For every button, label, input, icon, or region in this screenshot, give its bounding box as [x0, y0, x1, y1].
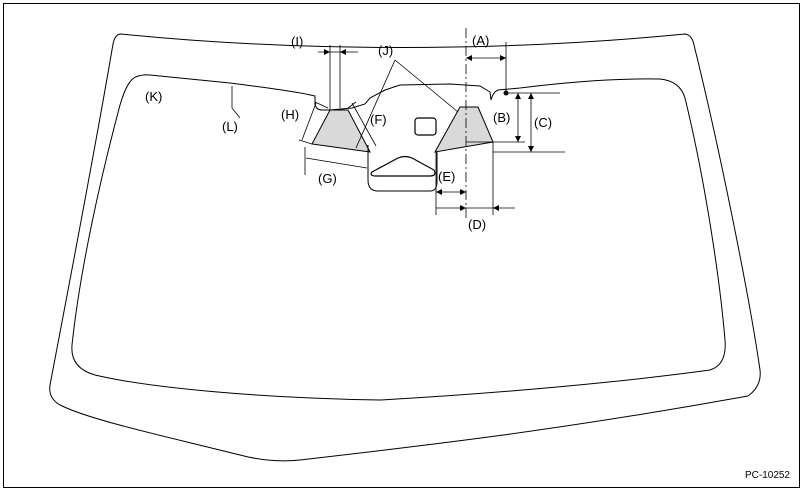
label-l: (L) [222, 119, 238, 134]
label-j: (J) [378, 43, 393, 58]
dim-c-arrow-top [528, 93, 534, 99]
label-k: (K) [145, 89, 162, 104]
dim-h-line [301, 102, 317, 141]
dim-h-ext-top [314, 101, 329, 109]
ceramic-inner-edge [71, 74, 726, 401]
dim-f-line [351, 102, 377, 147]
dim-b-arrow-bot [515, 136, 521, 142]
dim-e-arrow-right [460, 189, 466, 195]
dim-e-arrow-left [436, 189, 442, 195]
label-b: (B) [493, 110, 510, 125]
dim-f-ext-top [347, 101, 357, 109]
label-e: (E) [438, 169, 455, 184]
dim-c-arrow-bot [528, 146, 534, 152]
dim-g-line [305, 157, 368, 169]
leader-l [231, 86, 241, 119]
label-i: (I) [291, 34, 303, 49]
leader-j-left [355, 59, 396, 149]
leader-j-right [394, 59, 459, 113]
label-a: (A) [472, 33, 489, 48]
dim-h-ext-bot [298, 139, 313, 145]
triangular-opening [370, 155, 436, 177]
label-h: (H) [281, 107, 299, 122]
dim-a-arrow-left [466, 55, 472, 61]
dim-i-arrow-left [324, 49, 330, 55]
windshield-outer-edge [49, 33, 761, 462]
label-f: (F) [370, 112, 387, 127]
square-sensor [414, 117, 437, 136]
figure-code: PC-10252 [745, 470, 790, 481]
left-sensor-pad [311, 109, 371, 153]
dim-i-arrow-right [340, 49, 346, 55]
label-d: (D) [468, 217, 486, 232]
dim-d-arrow-left [460, 205, 466, 211]
label-c: (C) [534, 115, 552, 130]
label-g: (G) [318, 171, 337, 186]
dim-b-arrow-top [515, 93, 521, 99]
dim-d-arrow-right [493, 205, 499, 211]
dim-a-arrow-right [500, 55, 506, 61]
center-bracket-outline [367, 145, 438, 192]
right-sensor-pad [434, 106, 494, 153]
diagram-border [3, 3, 800, 488]
